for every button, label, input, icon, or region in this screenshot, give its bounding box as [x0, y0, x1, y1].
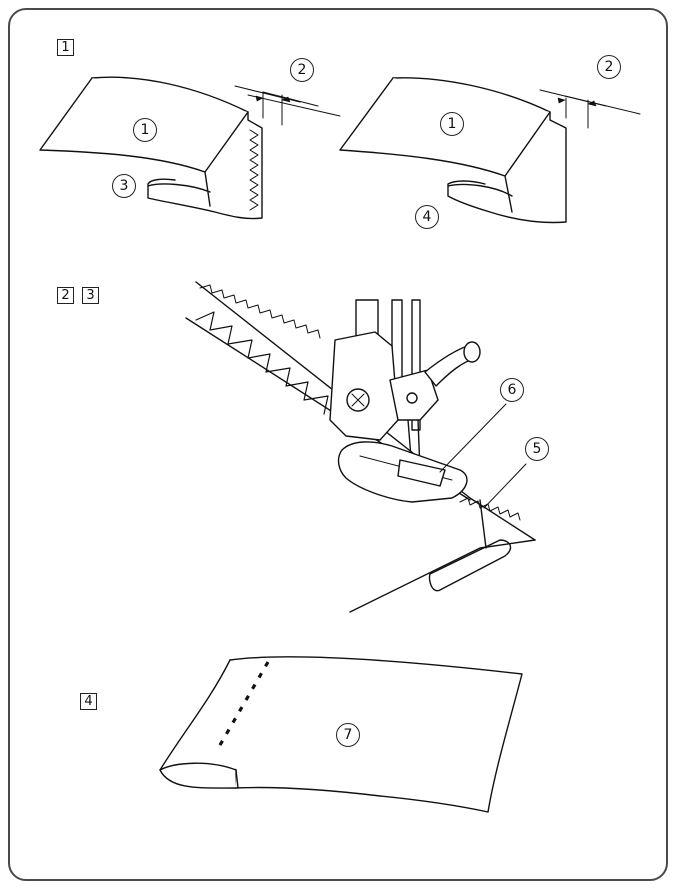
callout-fold-left: 3 — [112, 174, 136, 198]
callout-allowance-right: 2 — [597, 55, 621, 79]
step-1-box: 1 — [57, 39, 74, 56]
callout-fold-right: 4 — [415, 205, 439, 229]
step-4-box: 4 — [80, 693, 97, 710]
callout-allowance-left: 2 — [290, 58, 314, 82]
page-frame — [8, 8, 668, 881]
fabric-fold-overcast-illustration — [39, 76, 341, 220]
fabric-fold-illustration — [339, 77, 641, 224]
callout-finished: 7 — [336, 723, 360, 747]
step-3-box: 3 — [82, 287, 99, 304]
finished-hem-illustration — [159, 656, 523, 813]
step-2-box: 2 — [57, 287, 74, 304]
callout-fabric-right: 1 — [440, 112, 464, 136]
callout-guide: 6 — [500, 378, 524, 402]
callout-fabric-left: 1 — [133, 118, 157, 142]
presser-foot-illustration — [185, 281, 536, 613]
callout-fold-edge: 5 — [525, 437, 549, 461]
